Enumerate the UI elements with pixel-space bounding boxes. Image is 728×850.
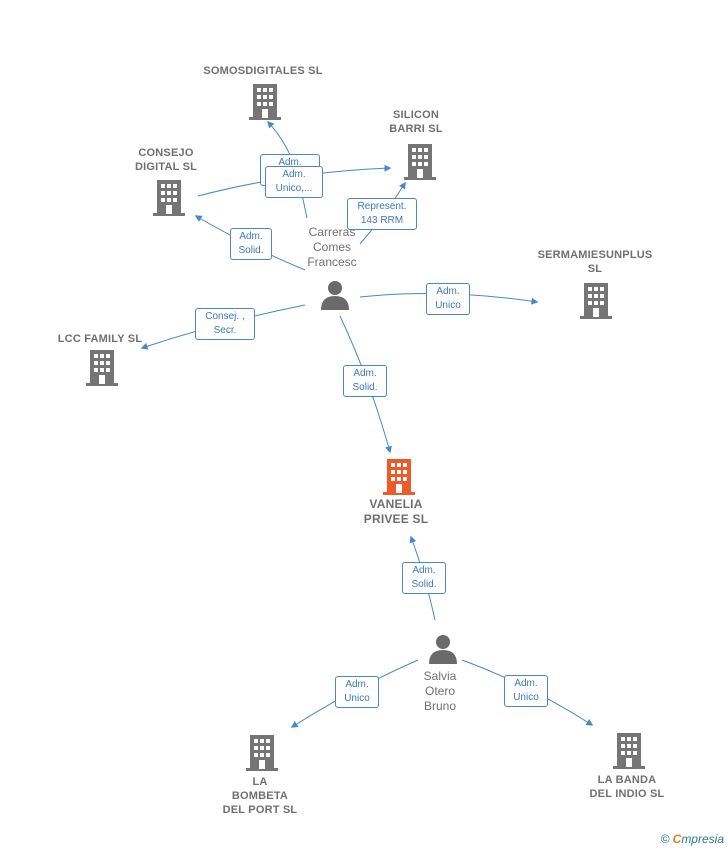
brand-name: mpresia	[681, 832, 724, 846]
company-label-consejo[interactable]: CONSEJO DIGITAL SL	[134, 147, 198, 173]
edge-label-silicon-adm[interactable]: Adm. Unico,...	[265, 166, 323, 198]
building-icon[interactable]	[404, 144, 436, 180]
building-icon[interactable]	[613, 733, 645, 769]
company-label-somosdigitales[interactable]: SOMOSDIGITALES SL	[203, 65, 323, 77]
empresia-watermark: ©Cmpresia	[661, 832, 724, 846]
building-icon[interactable]	[580, 283, 612, 319]
company-label-banda[interactable]: LA BANDA DEL INDIO SL	[589, 774, 665, 800]
company-label-sermamie[interactable]: SERMAMIESUNPLUS SL	[537, 249, 653, 275]
edge-label-silicon-rep[interactable]: Represent. 143 RRM	[347, 198, 417, 230]
building-icon[interactable]	[153, 180, 185, 216]
edge-label-sermamie-adm[interactable]: Adm. Unico	[426, 283, 470, 315]
company-label-vanelia[interactable]: VANELIA PRIVEE SL	[363, 497, 429, 526]
edge-label-bombeta-adm[interactable]: Adm. Unico	[335, 676, 379, 708]
building-icon[interactable]	[249, 84, 281, 120]
company-label-lcc[interactable]: LCC FAMILY SL	[57, 333, 143, 345]
edge-label-vanelia-carreras[interactable]: Adm. Solid.	[343, 365, 387, 397]
building-icon[interactable]	[86, 350, 118, 386]
company-label-bombeta[interactable]: LA BOMBETA DEL PORT SL	[222, 776, 298, 816]
brand-initial: C	[672, 832, 682, 846]
edge-label-vanelia-salvia[interactable]: Adm. Solid.	[402, 562, 446, 594]
person-icon[interactable]	[320, 280, 350, 310]
person-label-salvia[interactable]: Salvia Otero Bruno	[423, 669, 457, 713]
building-icon-focus[interactable]	[383, 459, 415, 495]
copyright-symbol: ©	[660, 832, 670, 846]
person-icon[interactable]	[428, 634, 458, 664]
edge-label-consejo-adm[interactable]: Adm. Solid.	[230, 228, 272, 260]
edge-label-lcc-adm[interactable]: Consej. , Secr.	[195, 308, 255, 340]
edge-label-banda-adm[interactable]: Adm. Unico	[504, 675, 548, 707]
building-icon[interactable]	[246, 735, 278, 771]
company-label-silicon[interactable]: SILICON BARRI SL	[389, 109, 443, 135]
person-label-carreras[interactable]: Carreras Comes Francesc	[307, 225, 357, 269]
